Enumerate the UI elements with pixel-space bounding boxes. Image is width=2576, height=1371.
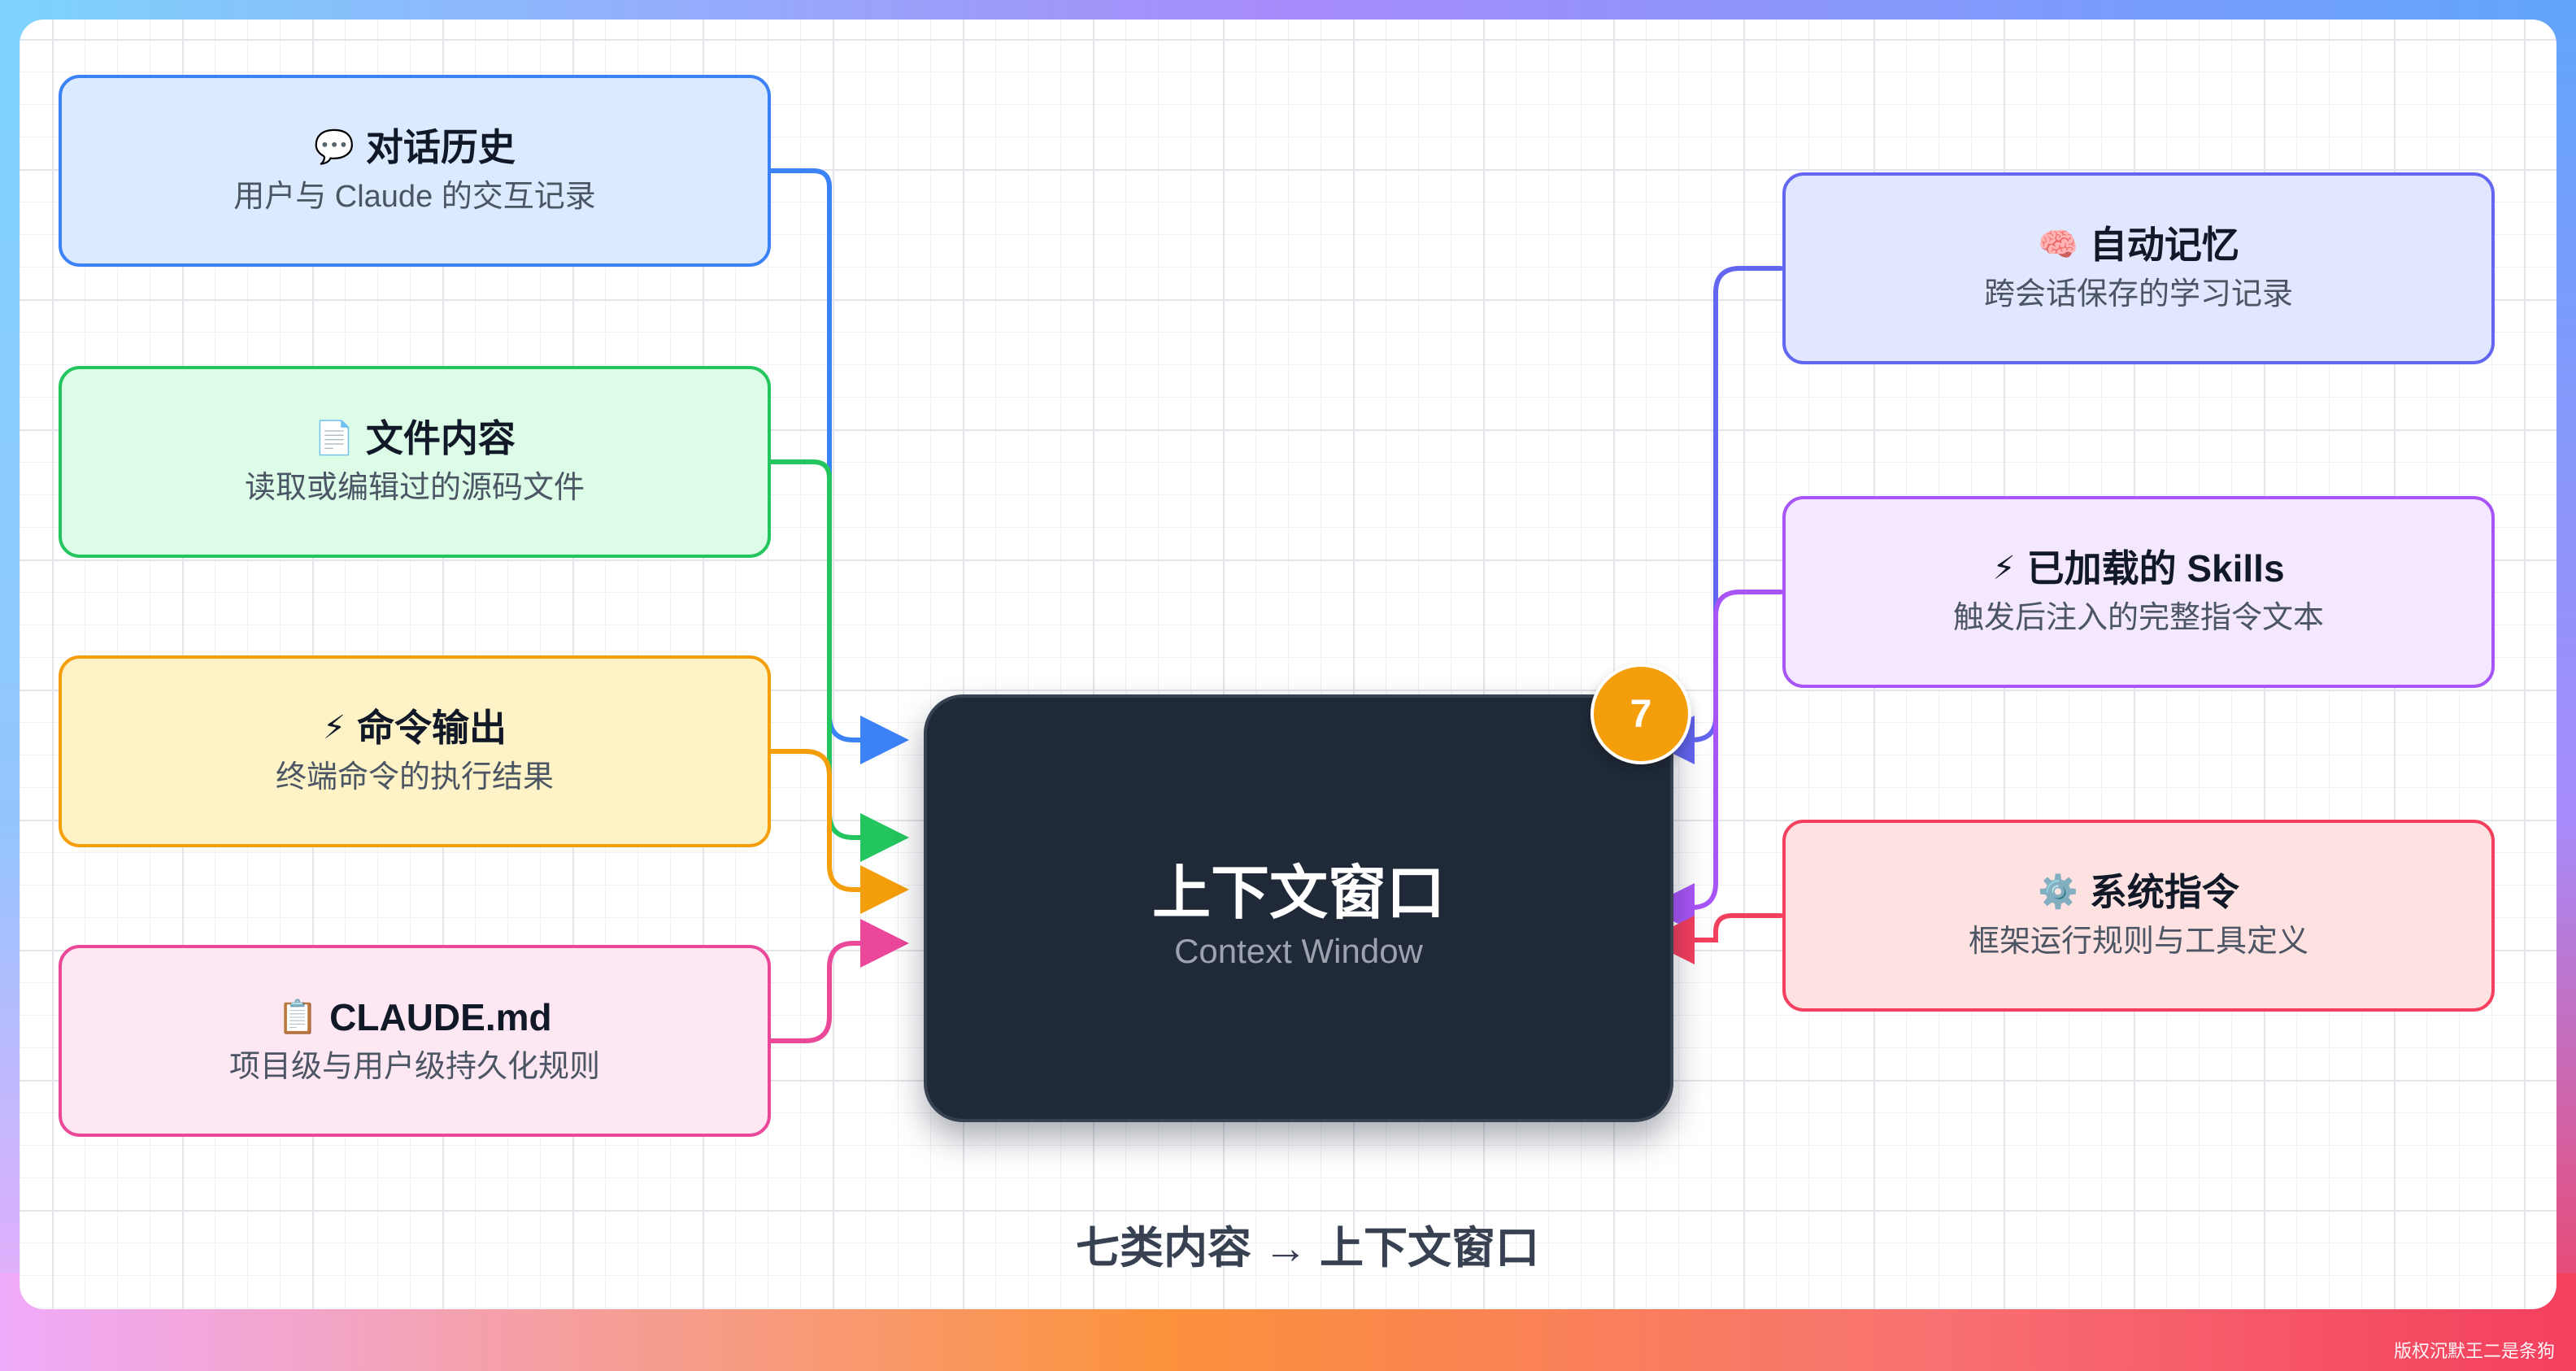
box-title: CLAUDE.md — [329, 996, 552, 1038]
source-box-command-output: ⚡ 命令输出 终端命令的执行结果 — [59, 655, 771, 847]
box-title: 文件内容 — [365, 417, 516, 459]
connector-system — [1646, 913, 1783, 964]
box-description: 框架运行规则与工具定义 — [1968, 925, 2308, 959]
box-title: 系统指令 — [2089, 871, 2239, 913]
connector-files — [768, 459, 909, 862]
brain-icon: 🧠 — [2038, 226, 2078, 263]
connector-memory — [1646, 266, 1783, 764]
lightning-icon: ⚡ — [1992, 550, 2016, 587]
document-icon: 📄 — [314, 420, 355, 457]
center-title: 上下文窗口 — [1151, 861, 1445, 926]
source-box-files: 📄 文件内容 读取或编辑过的源码文件 — [59, 366, 771, 558]
box-description: 项目级与用户级持久化规则 — [228, 1050, 600, 1084]
diagram-canvas: 💬 对话历史 用户与 Claude 的交互记录 📄 文件内容 读取或编辑过的源码… — [20, 20, 2556, 1309]
connector-layer — [768, 168, 1783, 1043]
source-box-history: 💬 对话历史 用户与 Claude 的交互记录 — [59, 75, 771, 267]
connector-skills — [1646, 590, 1783, 932]
source-box-auto-memory: 🧠 自动记忆 跨会话保存的学习记录 — [1782, 172, 2495, 364]
box-description: 触发后注入的完整指令文本 — [1952, 601, 2324, 635]
speech-bubble-icon: 💬 — [314, 128, 355, 166]
context-window-node: 上下文窗口 Context Window — [924, 694, 1673, 1122]
source-box-skills: ⚡ 已加载的 Skills 触发后注入的完整指令文本 — [1782, 496, 2495, 688]
connector-command — [768, 749, 909, 914]
box-title: 对话历史 — [365, 126, 516, 168]
box-title: 已加载的 Skills — [2026, 547, 2285, 590]
box-description: 跨会话保存的学习记录 — [1983, 277, 2293, 311]
gear-icon: ⚙️ — [2038, 873, 2078, 911]
connector-history — [768, 168, 909, 764]
source-box-system-instructions: ⚙️ 系统指令 框架运行规则与工具定义 — [1782, 820, 2495, 1012]
box-title: 命令输出 — [357, 707, 507, 749]
clipboard-icon: 📋 — [277, 999, 319, 1036]
lightning-icon: ⚡ — [322, 709, 346, 746]
connector-claude-md — [768, 919, 909, 1043]
center-subtitle: Context Window — [1174, 932, 1423, 970]
source-box-claude-md: 📋 CLAUDE.md 项目级与用户级持久化规则 — [59, 945, 771, 1137]
watermark: 版权沉默王二是条狗 — [2393, 1341, 2555, 1361]
box-description: 读取或编辑过的源码文件 — [244, 471, 585, 505]
box-title: 自动记忆 — [2089, 224, 2239, 266]
count-badge: 7 — [1590, 664, 1691, 764]
box-description: 用户与 Claude 的交互记录 — [233, 180, 596, 214]
diagram-caption: 七类内容 → 上下文窗口 — [1075, 1224, 1539, 1273]
box-description: 终端命令的执行结果 — [275, 760, 554, 794]
